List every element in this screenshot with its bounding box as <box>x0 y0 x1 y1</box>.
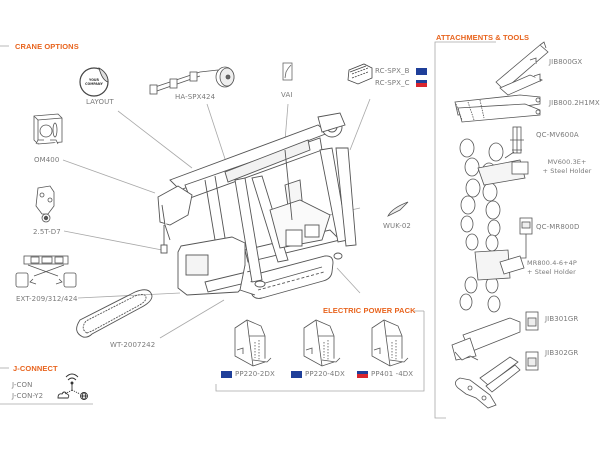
qc-mr800d-icon <box>519 217 533 259</box>
j-connect-network-icon <box>57 373 88 400</box>
wifi-icon <box>65 373 79 378</box>
option-ext-209-312-424[interactable]: EXT-209/312/424 <box>16 295 78 303</box>
power-pack-pp401-4dx-icon <box>371 319 409 367</box>
jib800gx-icon <box>495 41 549 96</box>
eu-flag-icon <box>415 67 427 75</box>
power-pack-frame <box>215 311 425 392</box>
option-rc-spx-c-label: RC-SPX_C <box>375 79 410 87</box>
power-pack-pp401-4dx-label: PP401 -4DX <box>371 370 414 378</box>
option-wuk-02[interactable]: WUK-02 <box>383 222 411 230</box>
option-rc-spx-b[interactable]: RC-SPX_B <box>375 67 430 75</box>
attachments-tools-title: ATTACHMENTS & TOOLS <box>436 33 530 42</box>
ext-outrigger-icon <box>15 255 77 288</box>
attachment-mv600-3e-label: MV600.3E+ <box>547 158 587 166</box>
power-pack-pp220-2dx[interactable]: PP220-2DX <box>221 370 275 378</box>
wuk-02-icon <box>387 201 409 217</box>
eu-flag-icon <box>221 370 232 378</box>
vai-icon <box>282 62 293 81</box>
us-flag-icon <box>415 79 427 87</box>
leader-layout <box>117 110 193 169</box>
option-vai[interactable]: VAI <box>281 91 293 99</box>
option-om400[interactable]: OM400 <box>34 156 60 164</box>
leader-om400 <box>62 159 156 194</box>
option-2-5t-d7[interactable]: 2.5T-D7 <box>33 228 61 236</box>
option-rc-spx-b-label: RC-SPX_B <box>375 67 410 75</box>
power-pack-pp401-4dx[interactable]: PP401 -4DX <box>357 370 413 378</box>
qc-mv600a-icon <box>510 126 524 154</box>
jib800-2h1mx-icon <box>454 94 541 123</box>
power-pack-pp220-4dx-icon <box>303 319 341 367</box>
attachment-jib800-2h1mx[interactable]: JIB800.2H1MX <box>549 99 600 107</box>
attachment-mr800-label: MR800.4-6+4P <box>527 259 577 267</box>
jib301gr-icon <box>451 311 539 361</box>
option-wt-2007242[interactable]: WT-2007242 <box>110 341 156 349</box>
leader-ha-spx424 <box>206 103 229 169</box>
j-connect-title: J-CONNECT <box>13 364 58 373</box>
power-pack-pp220-2dx-icon <box>234 319 272 367</box>
crane-options-title: CRANE OPTIONS <box>15 42 79 51</box>
option-ha-spx424[interactable]: HA-SPX424 <box>175 93 216 101</box>
attachment-mr800-4-6-4p[interactable]: MR800.4-6+4P + Steel Holder <box>527 259 577 277</box>
leader-wt <box>159 299 225 339</box>
leader-rc-spx <box>349 98 371 151</box>
option-rc-spx-c[interactable]: RC-SPX_C <box>375 79 430 87</box>
attachment-qc-mv600a[interactable]: QC-MV600A <box>536 131 579 139</box>
attachment-qc-mr800d[interactable]: QC-MR800D <box>536 223 580 231</box>
attachment-jib301gr[interactable]: JIB301GR <box>545 315 579 323</box>
jib302gr-icon <box>455 351 539 409</box>
svg-text:YOUR: YOUR <box>88 78 99 82</box>
power-pack-pp220-4dx[interactable]: PP220-4DX <box>291 370 345 378</box>
us-flag-icon <box>357 370 368 378</box>
mv600-vacuum-lifter-icon <box>459 138 529 220</box>
attachment-jib800gx[interactable]: JIB800GX <box>549 58 583 66</box>
attachment-mv600-3e-sub: + Steel Holder <box>542 167 592 175</box>
spider-crane-drawing <box>157 112 357 299</box>
attachment-jib302gr[interactable]: JIB302GR <box>545 349 579 357</box>
rc-spx-remote-icon <box>347 63 373 85</box>
attachments-frame <box>434 41 496 419</box>
cloud-icon <box>57 391 70 399</box>
power-pack-pp220-2dx-label: PP220-2DX <box>235 370 275 378</box>
electric-power-pack-title: ELECTRIC POWER PACK <box>323 306 416 315</box>
eu-flag-icon <box>291 370 302 378</box>
j-connect-j-con[interactable]: J-CON <box>12 381 33 389</box>
mr800-vacuum-lifter-icon <box>459 215 525 313</box>
option-layout[interactable]: LAYOUT <box>86 98 114 106</box>
attachment-mv600-3e[interactable]: MV600.3E+ + Steel Holder <box>537 158 597 176</box>
ha-spx424-icon <box>149 66 235 95</box>
layout-sticker-icon: YOUR COMPANY <box>79 67 109 97</box>
j-connect-j-con-y2[interactable]: J-CON-Y2 <box>12 392 44 400</box>
track-icon <box>76 289 153 338</box>
power-pack-pp220-4dx-label: PP220-4DX <box>305 370 345 378</box>
attachment-mr800-sub: + Steel Holder <box>527 268 576 276</box>
leader-power-pack <box>336 267 361 294</box>
svg-text:COMPANY: COMPANY <box>85 82 103 86</box>
om400-icon <box>33 113 63 145</box>
hook-block-icon <box>35 185 55 223</box>
leader-2-5t-d7 <box>63 230 163 251</box>
